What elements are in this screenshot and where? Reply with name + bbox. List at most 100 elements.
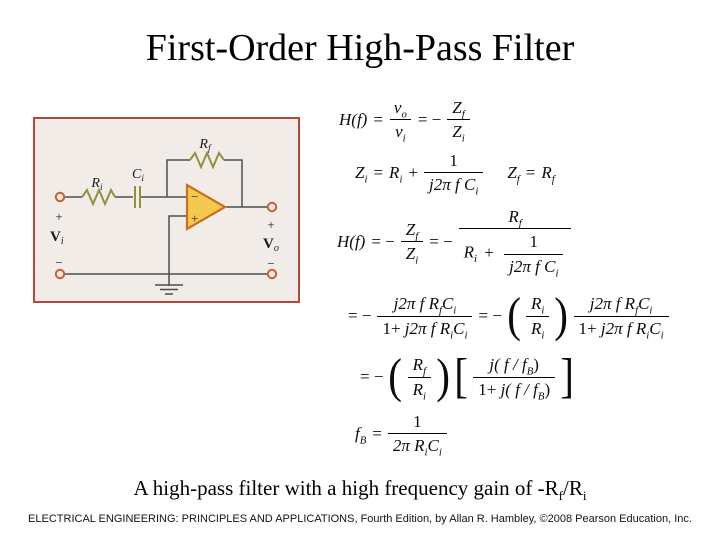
math-token: f: [355, 423, 360, 443]
circuit-labels: Ri Ci Rf + Vi − + Vo −: [50, 137, 279, 271]
math-token: R: [508, 207, 519, 226]
math-token: = −: [417, 109, 442, 129]
components: [81, 150, 225, 208]
math-token: = −: [348, 306, 372, 326]
math-sub: B: [537, 390, 545, 403]
left-bracket: [: [454, 350, 469, 403]
math-sub: i: [438, 446, 442, 459]
fraction: Rf Ri + 1 j2π f Ci: [458, 205, 572, 279]
math-sub: f: [461, 108, 465, 121]
math-sub: B: [359, 434, 367, 447]
label-rf: Rf: [198, 137, 212, 154]
resistor-rf: [189, 150, 225, 170]
math-token: = −: [429, 231, 453, 251]
math-sub: i: [646, 329, 650, 342]
math-token: Z: [405, 244, 416, 264]
caption-sub-i: i: [582, 488, 587, 504]
math-token: j2π f R: [393, 294, 439, 314]
label-minus-in: −: [55, 255, 62, 270]
math-sub: f: [635, 304, 639, 317]
math-token: =: [372, 423, 382, 443]
math-token: C: [638, 294, 650, 314]
math-token: R: [412, 379, 423, 399]
label-vo: Vo: [263, 236, 279, 254]
math-token: =: [525, 162, 536, 182]
math-sub: i: [402, 132, 406, 145]
opamp-triangle: [185, 183, 228, 231]
math-token: j( f / f: [500, 379, 538, 399]
math-sub: f: [518, 217, 522, 230]
math-sub: o: [401, 108, 407, 121]
math-token: = −: [371, 231, 395, 251]
math-token: R: [541, 162, 552, 182]
output-terminal-top: [266, 201, 278, 213]
fraction: j( f / fB) 1+ j( f / fB): [473, 353, 556, 403]
wires: [64, 159, 268, 295]
left-paren: (: [507, 289, 521, 342]
math-token: Z: [405, 220, 416, 240]
math-token: Z: [507, 162, 517, 182]
math-sub: f: [422, 365, 426, 378]
math-sub: f: [551, 173, 555, 186]
slide-caption: A high-pass filter with a high frequency…: [0, 476, 720, 504]
math-sub: i: [541, 329, 545, 342]
math-token: v: [393, 98, 402, 117]
math-token: H(f): [337, 231, 366, 251]
fraction: Zf Zi: [400, 218, 424, 267]
math-token: 2π R: [392, 436, 425, 456]
label-ci: Ci: [132, 167, 144, 184]
left-paren: (: [388, 350, 403, 403]
math-token: R: [531, 294, 542, 314]
math-sub: f: [516, 173, 520, 186]
fraction: j2π f RfCi 1+ j2π f RiCi: [377, 292, 473, 340]
math-sub: i: [422, 390, 426, 403]
math-token: +: [484, 242, 494, 262]
math-token: j2π f C: [509, 256, 556, 276]
math-token: R: [412, 355, 423, 375]
math-token: Z: [452, 122, 462, 142]
right-paren: ): [436, 350, 450, 403]
math-token: j2π f R: [589, 294, 636, 314]
math-sub: i: [649, 304, 653, 317]
math-sub: i: [461, 132, 465, 145]
caption-text: A high-pass filter with a high frequency…: [133, 476, 559, 500]
math-sub: i: [399, 173, 403, 186]
math-sub: B: [526, 365, 534, 378]
label-plus-out: +: [267, 217, 274, 232]
equation-factored: = − j2π f RfCi 1+ j2π f RiCi = − ( Ri Ri…: [345, 289, 672, 342]
fraction: 1 2π RiCi: [387, 410, 447, 459]
math-token: v: [395, 122, 403, 142]
math-token: Z: [452, 98, 462, 117]
opamp-signs: − +: [191, 189, 198, 226]
equation-break-frequency: fB = 1 2π RiCi: [352, 410, 450, 458]
math-token: R: [531, 318, 542, 338]
input-terminal-bottom: [54, 268, 66, 280]
math-token: 1: [529, 232, 539, 252]
slide-title: First-Order High-Pass Filter: [145, 27, 575, 69]
math-sub: i: [415, 254, 419, 267]
math-token: 1+: [578, 318, 597, 338]
right-paren: ): [554, 289, 569, 342]
right-bracket: ]: [560, 350, 575, 403]
math-token: R: [389, 162, 400, 182]
circuit-panel: [33, 117, 300, 303]
fraction: Rf Ri: [407, 353, 431, 403]
equation-normalized: = − ( Rf Ri ) [ j( f / fB) 1+ j( f / fB)…: [357, 350, 576, 403]
math-sub: i: [424, 446, 428, 459]
math-sub: i: [660, 329, 664, 342]
math-sub: f: [415, 230, 419, 243]
math-token: C: [427, 436, 439, 456]
equation-expanded: H(f) = − Zf Zi = − Rf Ri + 1 j2π f Ci: [334, 205, 574, 279]
equation-transfer-definition: H(f) = vo vi = − Zf Zi: [336, 96, 473, 144]
math-token: =: [373, 162, 384, 182]
ground-symbol: [155, 284, 183, 295]
fraction: Zf Zi: [447, 96, 470, 145]
output-terminal-bottom: [266, 268, 278, 280]
label-ri: Ri: [90, 176, 103, 193]
math-token: Z: [355, 162, 365, 182]
label-plus-in: +: [55, 209, 62, 224]
math-sub: i: [555, 266, 559, 279]
caption-sub-f: f: [558, 488, 564, 504]
math-token: ): [544, 379, 551, 399]
